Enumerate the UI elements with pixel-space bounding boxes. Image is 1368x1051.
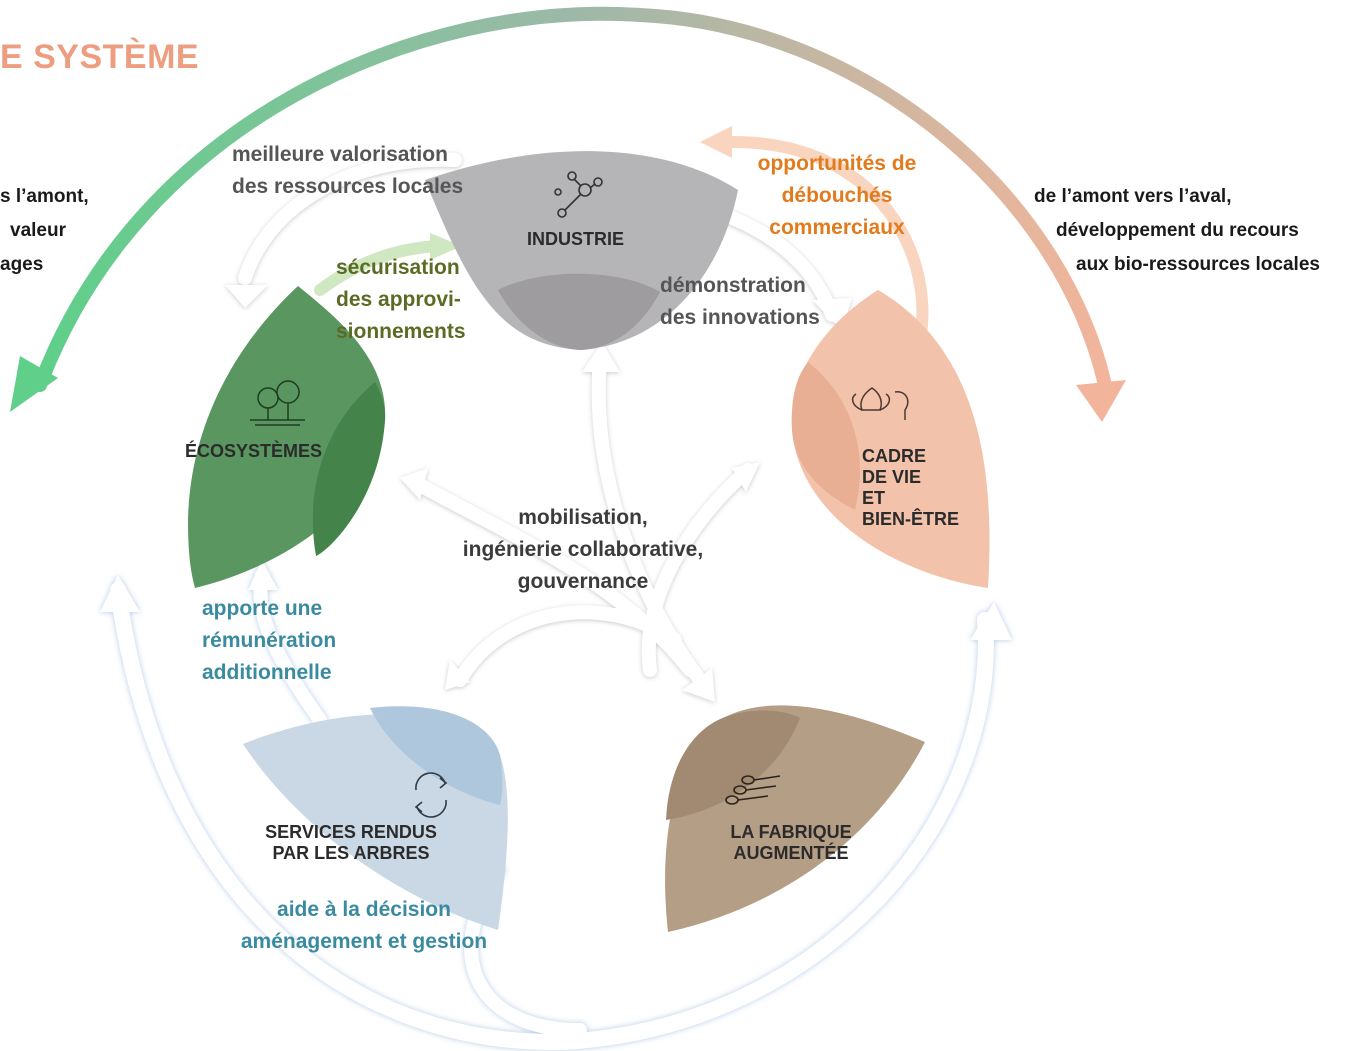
inter-node-arrows xyxy=(225,152,852,702)
services-label: SERVICES RENDUS PAR LES ARBRES xyxy=(250,822,452,864)
right-note-line: aux bio-ressources locales xyxy=(1076,254,1320,275)
demonstration-line: démonstration xyxy=(660,274,806,297)
right-note-line: développement du recours xyxy=(1056,220,1299,241)
cadre-label-line: DE VIE xyxy=(862,467,922,487)
opportunites-line: commerciaux xyxy=(769,216,905,239)
lotus-head-icon xyxy=(851,387,909,420)
services-label-line: PAR LES ARBRES xyxy=(272,843,430,863)
fabrique-label: LA FABRIQUE AUGMENTÉE xyxy=(718,822,864,864)
cadre-label-line: CADRE xyxy=(862,446,927,466)
mobilisation-line: gouvernance xyxy=(517,570,649,593)
remuneration-line: additionnelle xyxy=(202,661,332,684)
ecosystemes-node[interactable] xyxy=(188,286,386,588)
right-note-line: de l’amont vers l’aval, xyxy=(1034,186,1232,207)
left-note: s l’amont, valeur ages xyxy=(0,180,89,282)
left-note-line: valeur xyxy=(10,220,66,241)
opportunites-line: débouchés xyxy=(781,184,893,207)
cadre-label-line: ET xyxy=(862,488,886,508)
debouches-arrow xyxy=(724,135,929,356)
demonstration-line: des innovations xyxy=(660,306,820,329)
securisation-line: sionnements xyxy=(336,320,466,343)
remuneration-line: rémunération xyxy=(202,629,337,652)
industrie-label: INDUSTRIE xyxy=(527,229,625,249)
right-note: de l’amont vers l’aval, développement du… xyxy=(1034,180,1320,282)
securisation-line: des approvi- xyxy=(336,288,461,311)
services-label-line: SERVICES RENDUS xyxy=(265,822,437,842)
trees-icon xyxy=(250,380,305,426)
ecosystemes-label: ÉCOSYSTÈMES xyxy=(185,441,323,461)
cadre-node[interactable] xyxy=(791,290,990,588)
aide-label: aide à la décision aménagement et gestio… xyxy=(226,894,502,958)
logs-icon xyxy=(725,775,781,805)
securisation-line: sécurisation xyxy=(336,256,460,279)
demonstration-label: démonstration des innovations xyxy=(660,270,820,334)
aide-line: aide à la décision xyxy=(277,898,451,921)
valorisation-line: meilleure valorisation xyxy=(232,143,448,166)
opportunites-label: opportunités de débouchés commerciaux xyxy=(744,148,930,244)
fabrique-label-line: LA FABRIQUE xyxy=(730,822,852,842)
valorisation-label: meilleure valorisation des ressources lo… xyxy=(232,139,463,203)
left-note-line: s l’amont, xyxy=(0,186,89,207)
aide-line: aménagement et gestion xyxy=(240,930,488,953)
mobilisation-line: ingénierie collaborative, xyxy=(462,538,704,561)
securisation-label: sécurisation des approvi- sionnements xyxy=(336,252,466,348)
securisation-arrow xyxy=(314,240,444,296)
amont-aval-arc xyxy=(10,6,1126,422)
cadre-label: CADRE DE VIE ET BIEN-ÊTRE xyxy=(862,446,959,530)
valorisation-line: des ressources locales xyxy=(232,175,464,198)
left-note-line: ages xyxy=(0,254,44,275)
green-arrowhead xyxy=(10,356,58,412)
cycle-arrows-icon xyxy=(414,772,448,818)
page-title: E SYSTÈME xyxy=(0,38,200,76)
fabrique-node[interactable] xyxy=(665,705,925,932)
fabrique-label-line: AUGMENTÉE xyxy=(733,843,849,863)
salmon-arrowhead xyxy=(1076,380,1126,422)
cadre-label-line: BIEN-ÊTRE xyxy=(862,509,960,529)
remuneration-label: apporte une rémunération additionnelle xyxy=(202,593,336,689)
remuneration-line: apporte une xyxy=(202,597,323,620)
industrie-node[interactable] xyxy=(425,151,738,350)
mobilisation-line: mobilisation, xyxy=(518,506,648,529)
services-node[interactable] xyxy=(243,706,508,930)
opportunites-line: opportunités de xyxy=(757,152,917,175)
network-icon xyxy=(554,171,603,218)
mobilisation-label: mobilisation, ingénierie collaborative, … xyxy=(448,502,718,598)
